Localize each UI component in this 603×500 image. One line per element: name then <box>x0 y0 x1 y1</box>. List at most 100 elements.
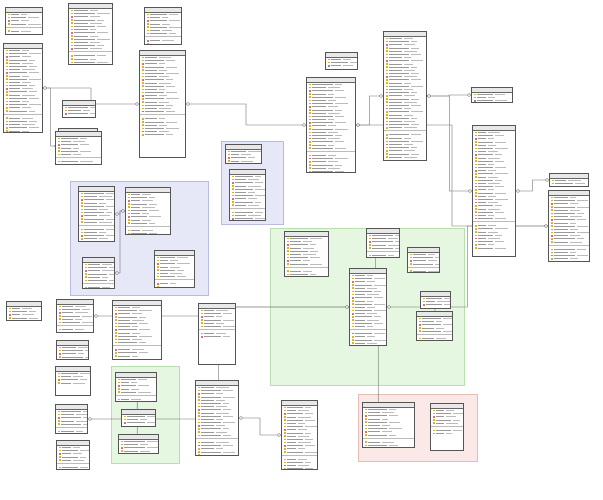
field-name-placeholder <box>311 87 326 89</box>
db-table[interactable] <box>56 440 90 470</box>
db-table[interactable] <box>416 311 453 341</box>
db-table[interactable] <box>548 190 590 262</box>
relationship-line[interactable] <box>427 95 472 192</box>
field-name-placeholder <box>388 79 409 81</box>
table-field-row <box>367 254 399 257</box>
table-field-row <box>113 325 161 328</box>
primary-key-icon <box>474 93 476 96</box>
column-icon <box>309 115 311 118</box>
column-icon <box>71 38 73 40</box>
db-table[interactable] <box>366 228 400 258</box>
table-field-row <box>113 341 161 344</box>
db-table[interactable] <box>407 247 440 273</box>
db-table[interactable] <box>55 131 102 165</box>
table-field-row <box>230 217 265 220</box>
relationship-line[interactable] <box>356 95 383 126</box>
field-name-placeholder <box>83 199 104 201</box>
db-table[interactable] <box>325 52 358 70</box>
db-table[interactable] <box>112 300 162 360</box>
relationship-line[interactable] <box>186 103 306 126</box>
db-table[interactable] <box>144 7 182 45</box>
db-table[interactable] <box>306 77 356 173</box>
relationship-line[interactable] <box>239 417 281 436</box>
db-table[interactable] <box>55 404 88 434</box>
table-field-row <box>196 412 238 415</box>
table-title <box>57 341 88 346</box>
relationship-line[interactable] <box>43 87 58 147</box>
db-table[interactable] <box>549 173 589 187</box>
db-table[interactable] <box>139 50 186 158</box>
db-table[interactable] <box>5 7 43 35</box>
db-table[interactable] <box>118 434 159 454</box>
db-table[interactable] <box>471 87 513 103</box>
field-name-placeholder <box>130 219 140 221</box>
table-field-row <box>384 114 426 117</box>
table-field-row <box>307 102 355 105</box>
table-field-row <box>408 259 439 262</box>
field-name-placeholder <box>117 307 130 308</box>
db-table[interactable] <box>383 31 427 161</box>
field-type-placeholder <box>21 117 33 119</box>
table-field-row <box>140 127 185 130</box>
column-icon <box>71 28 73 31</box>
db-table[interactable] <box>6 301 42 321</box>
db-table[interactable] <box>56 340 89 360</box>
db-table[interactable] <box>78 186 115 242</box>
db-table[interactable] <box>55 366 91 396</box>
table-field-row <box>549 218 589 221</box>
db-table[interactable] <box>362 402 415 448</box>
table-field-row <box>56 413 87 416</box>
db-table[interactable] <box>430 403 464 451</box>
db-table[interactable] <box>115 372 157 402</box>
relationship-line[interactable] <box>427 94 471 97</box>
db-table[interactable] <box>225 144 262 164</box>
db-table[interactable] <box>195 380 239 456</box>
table-field-row <box>140 62 185 65</box>
field-name-placeholder <box>203 322 214 324</box>
relationship-line[interactable] <box>516 179 549 192</box>
field-type-placeholder <box>158 63 165 65</box>
db-table[interactable] <box>56 299 94 333</box>
db-table[interactable] <box>3 43 43 133</box>
table-field-row <box>116 388 156 391</box>
field-name-placeholder <box>60 417 81 419</box>
column-icon <box>551 258 553 260</box>
db-table[interactable] <box>154 250 195 288</box>
field-name-placeholder <box>354 333 372 335</box>
cardinality-marker-icon <box>88 417 92 421</box>
table-field-row <box>350 290 386 293</box>
table-field-row <box>417 340 452 341</box>
column-icon <box>232 201 234 203</box>
field-type-placeholder <box>435 327 444 329</box>
relationship-line[interactable] <box>43 87 139 105</box>
field-type-placeholder <box>403 120 415 122</box>
table-field-row <box>384 66 426 69</box>
field-name-placeholder <box>234 195 253 197</box>
db-table[interactable] <box>472 125 516 257</box>
db-table[interactable] <box>68 3 113 65</box>
field-name-placeholder <box>388 153 409 155</box>
db-table[interactable] <box>420 291 451 309</box>
field-name-placeholder <box>200 415 221 417</box>
db-table[interactable] <box>229 169 266 221</box>
db-table[interactable] <box>121 409 156 427</box>
column-icon <box>118 388 120 390</box>
db-table[interactable] <box>82 257 115 289</box>
field-type-placeholder <box>569 216 582 218</box>
table-index-separator <box>282 454 317 457</box>
relationship-line[interactable] <box>115 210 125 274</box>
field-name-placeholder <box>61 306 73 307</box>
field-type-placeholder <box>84 356 88 358</box>
field-name-placeholder <box>126 419 138 421</box>
field-type-placeholder <box>158 124 167 126</box>
table-field-row <box>116 384 156 387</box>
db-table[interactable] <box>284 231 329 277</box>
column-icon <box>58 430 60 433</box>
field-name-placeholder <box>412 260 426 262</box>
table-field-row <box>6 23 42 26</box>
db-table[interactable] <box>349 268 387 346</box>
db-table[interactable] <box>281 400 318 470</box>
db-table[interactable] <box>62 100 96 118</box>
db-table[interactable] <box>125 187 171 235</box>
db-table[interactable] <box>198 303 236 365</box>
